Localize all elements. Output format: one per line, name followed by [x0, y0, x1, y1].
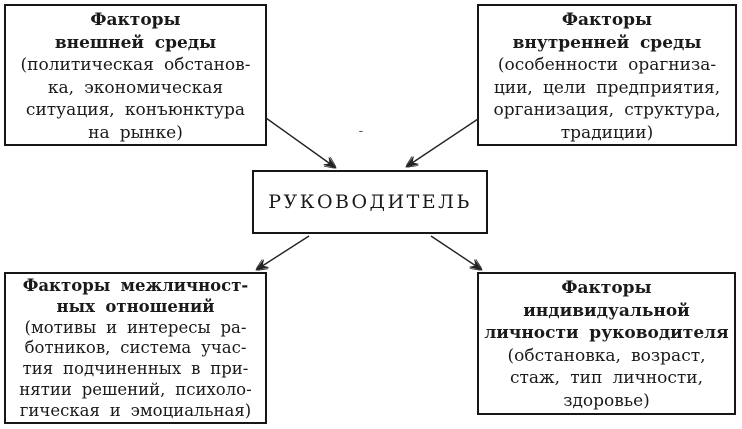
stray-scan-mark: -: [357, 124, 365, 139]
box-title-line: Факторы: [561, 10, 653, 30]
manager-label: РУКОВОДИТЕЛЬ: [268, 191, 472, 213]
box-title-line: Факторы: [561, 278, 652, 298]
box-body-line: ка, экономическая: [47, 77, 224, 98]
box-body-line: (мотивы и интересы ра-: [24, 317, 247, 337]
box-body-line: здоровье): [563, 390, 650, 411]
box-body-line: ситуация, конъюнктура: [25, 100, 246, 120]
box-title-line: личности руководителя: [484, 323, 729, 343]
box-body-line: на рынке): [88, 122, 183, 143]
box-body-line: нятии решений, психоло-: [19, 379, 252, 399]
box-title-line: внутренней среды: [512, 32, 702, 53]
arrow-manager-to-individual: [430, 235, 483, 271]
box-body-line: организация, структура,: [493, 100, 721, 120]
manager-box: РУКОВОДИТЕЛЬ: [252, 170, 488, 234]
box-body-line: гическая и эмоциальная): [19, 400, 252, 420]
box-body-line: тия подчиненных в при-: [22, 359, 249, 379]
box-body-line: ции, цели предприятия,: [493, 77, 721, 98]
box-title-line: Факторы: [90, 10, 181, 30]
arrow-manager-to-interpersonal: [255, 235, 310, 271]
box-body-line: (особенности орагниза-: [497, 55, 717, 75]
box-body-line: традиции): [560, 122, 654, 143]
box-body-line: (обстановка, возраст,: [507, 345, 706, 366]
box-body-line: (политическая обстанов-: [20, 55, 251, 75]
arrow-external-to-manager: [265, 117, 337, 169]
box-title-line: внешней среды: [54, 32, 217, 53]
arrow-internal-to-manager: [405, 118, 479, 168]
box-title-line: индивидуальной: [523, 300, 690, 321]
factor-box-external-environment: Факторы внешней среды (политическая обст…: [4, 4, 267, 146]
box-title-line: Факторы межличност-: [22, 276, 249, 295]
box-body-line: стаж, тип личности,: [509, 368, 704, 388]
factor-box-individual-personality: Факторы индивидуальной личности руководи…: [477, 272, 736, 415]
factor-box-internal-environment: Факторы внутренней среды (особенности ор…: [477, 4, 737, 146]
factor-box-interpersonal-relations: Факторы межличност- ных отношений (мотив…: [4, 272, 267, 424]
box-body-line: ботников, система учас-: [24, 338, 247, 358]
box-title-line: ных отношений: [56, 296, 215, 316]
